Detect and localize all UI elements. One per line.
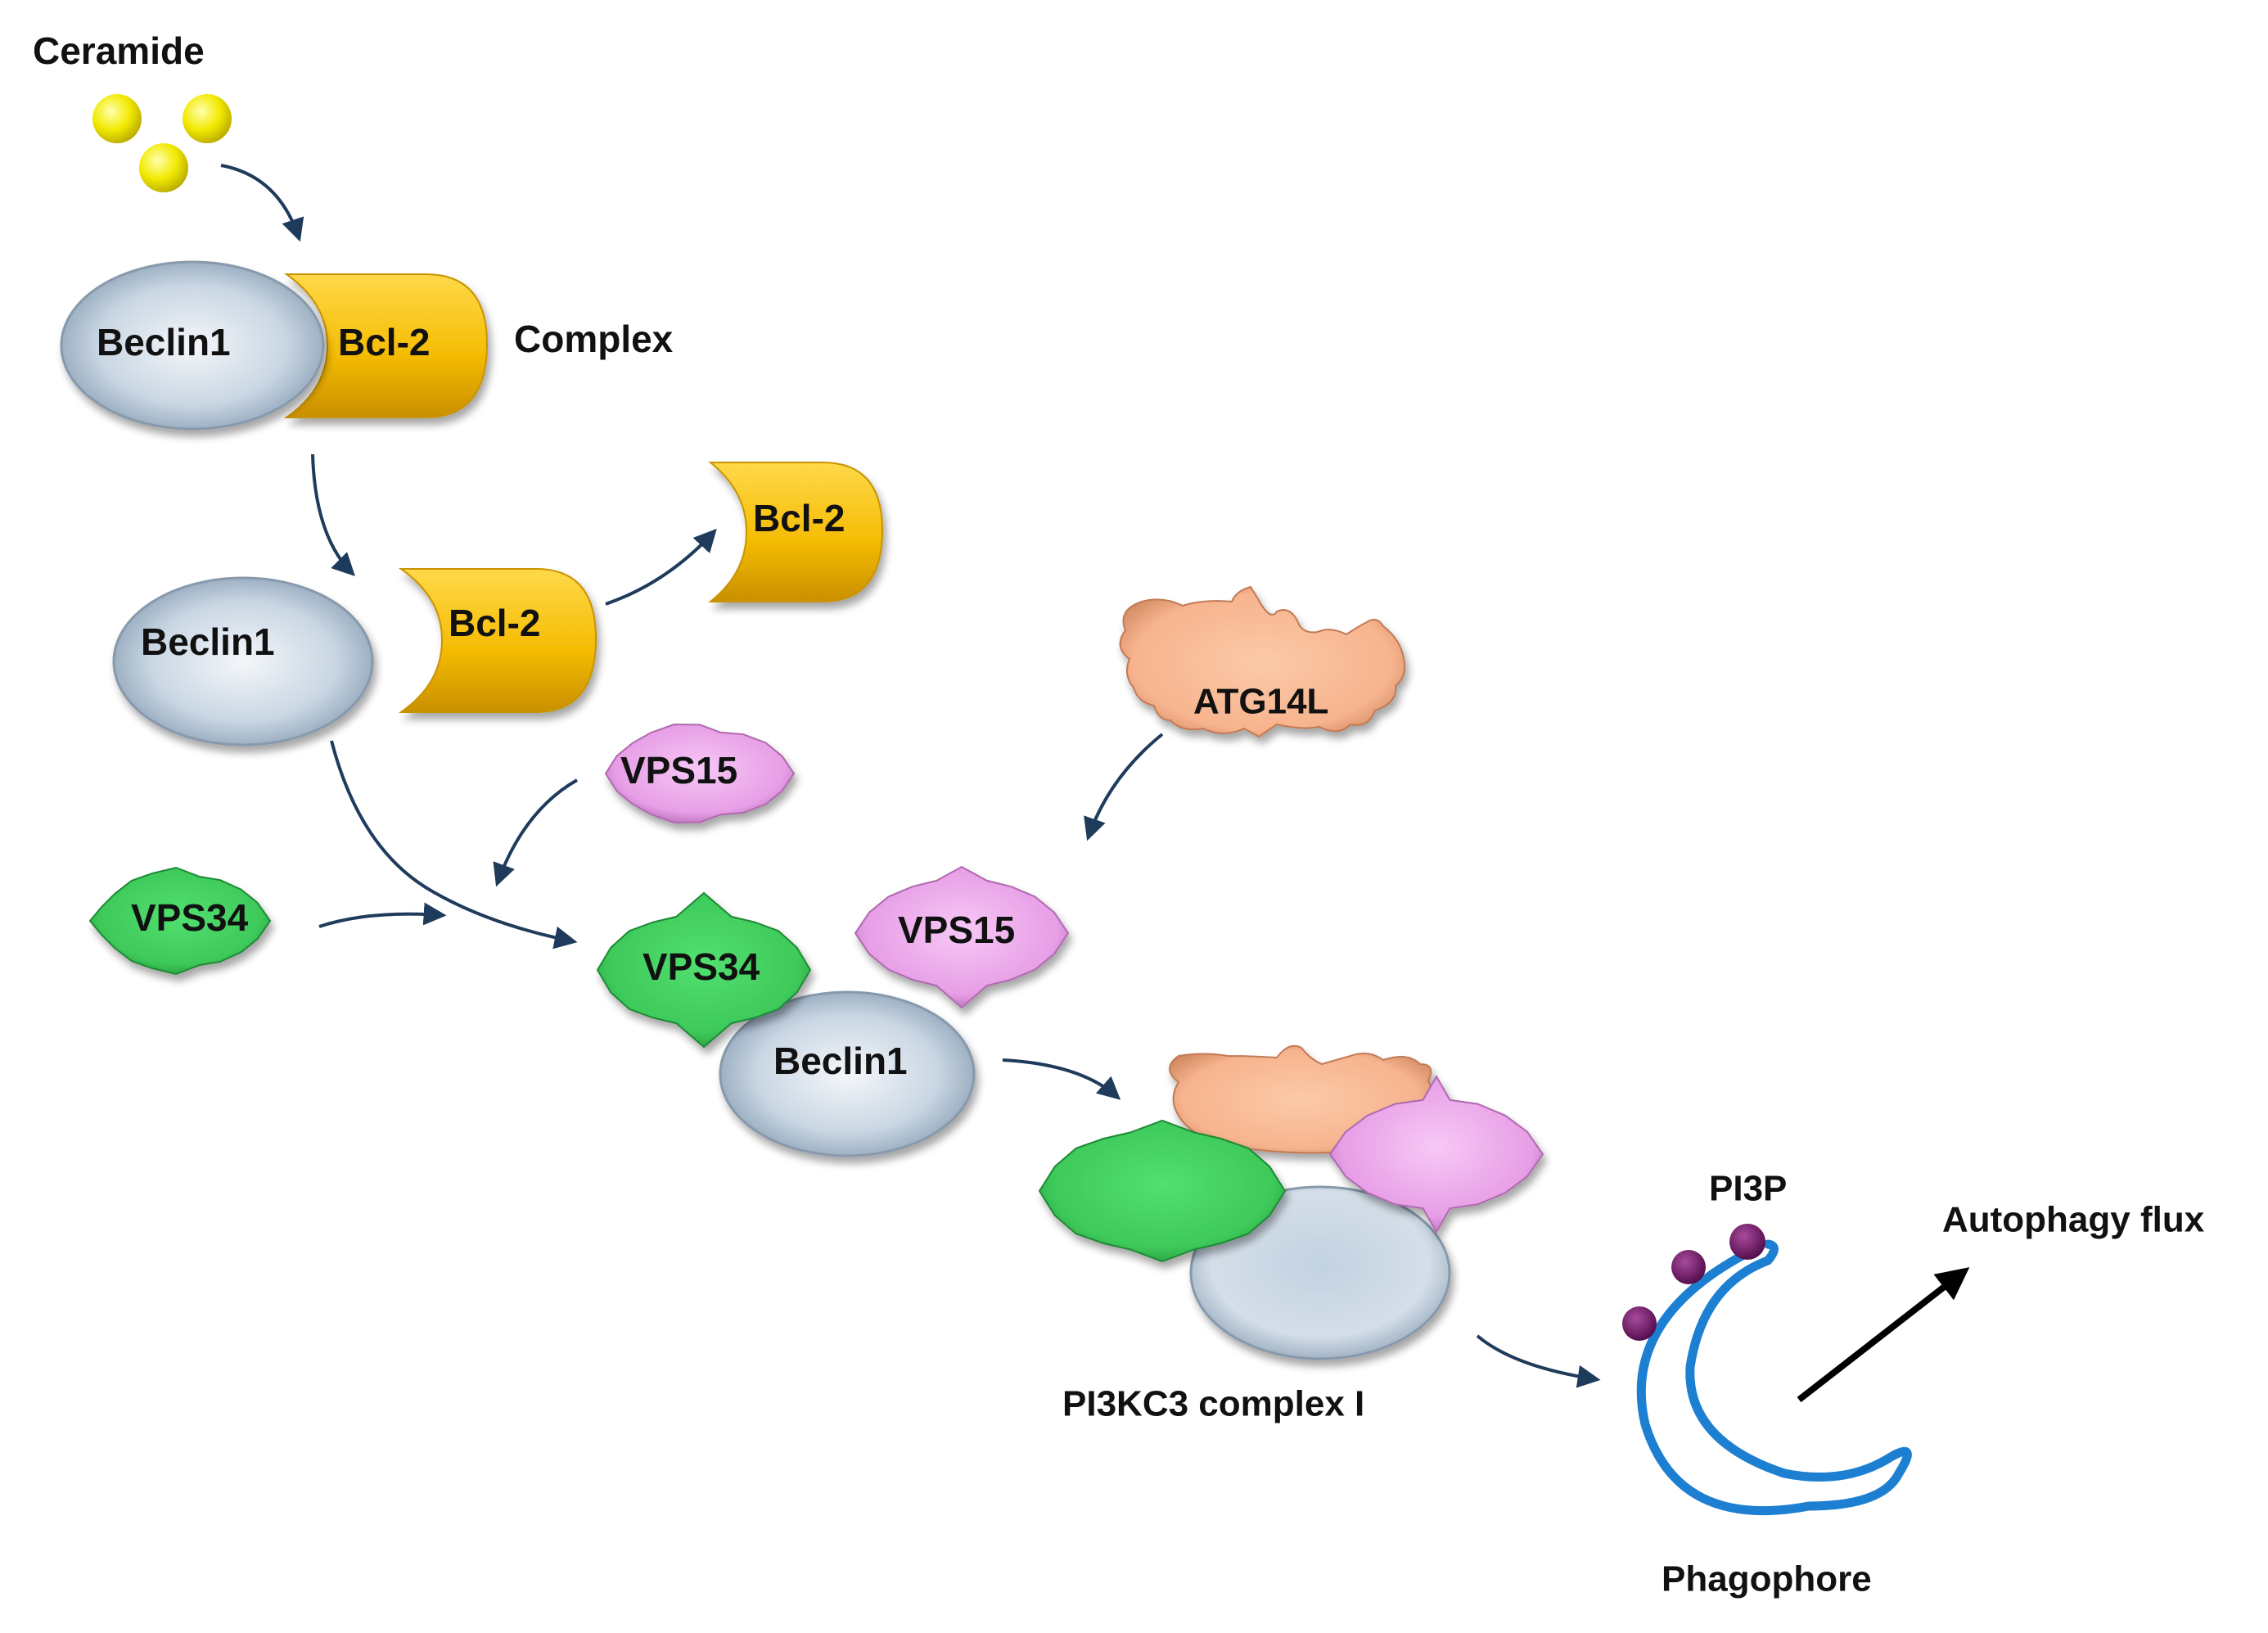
bcl2-in-complex [283,273,489,418]
ceramide-label: Ceramide [33,29,205,72]
arrow-autophagy-flux [1797,1267,1970,1403]
bcl2-released [708,462,884,602]
arrow-ceramide-to-complex [220,164,304,242]
ceramide-ball-1 [92,94,142,143]
pi3p-molecules [1622,1224,1765,1341]
bcl2-shape-released [708,462,884,602]
vps34-free [88,866,272,976]
arrow-vps15-to-complex [493,778,578,887]
arrow-atg14l-to-complex [1084,733,1164,841]
beclin1-free-label: Beclin1 [141,620,275,663]
vps15-bound [854,865,1070,1009]
arrow-vps34-to-complex [318,902,447,928]
vps34-in-pi3kc3 [1038,1119,1287,1263]
arrow-to-phagophore [1476,1334,1601,1388]
atg14l-shape-free [1119,585,1406,738]
pi3kc3-complex-label: PI3KC3 complex I [1062,1384,1364,1424]
ceramide-ball-3 [139,143,188,192]
vps34-bound-label: VPS34 [643,945,760,988]
phagophore [1636,1239,1912,1516]
complex-label: Complex [514,318,674,360]
ceramide-molecules [92,94,232,192]
ceramide-ball-2 [183,94,232,143]
arrow-complex-dissociation [311,453,355,576]
beclin1-bound [719,990,976,1157]
atg14l-label: ATG14L [1193,682,1328,722]
arrow-bcl2-release [605,528,717,606]
atg14l-free [1119,585,1406,738]
pi3p-dot-3 [1729,1224,1765,1260]
beclin1-in-pi3kc3 [1189,1185,1451,1360]
bcl2-released-label: Bcl-2 [753,497,845,539]
vps15-star-bound [854,865,1070,1009]
vps34-star-bound [596,891,812,1049]
vps34-star-complex [1038,1119,1287,1263]
beclin1-bound-label: Beclin1 [773,1040,908,1082]
bcl2-complex-label: Bcl-2 [338,321,430,363]
pi3p-dot-2 [1671,1250,1706,1284]
arrow-beclin1-to-complex [330,740,578,950]
beclin1-free [112,576,374,747]
beclin1-complex-label: Beclin1 [97,321,231,363]
autophagy-flux-label: Autophagy flux [1942,1200,2205,1240]
arrow-to-pi3kc3-complex [1002,1058,1121,1100]
pi3p-dot-1 [1622,1306,1657,1341]
vps15-in-pi3kc3 [1328,1074,1544,1234]
bcl2-shape-free [398,568,597,713]
vps34-bound [596,891,812,1049]
phagophore-label: Phagophore [1662,1559,1872,1599]
vps15-free [604,723,796,824]
pi3p-label: PI3P [1709,1169,1787,1209]
bcl2-free-label: Bcl-2 [449,602,540,644]
vps15-star-free [604,723,796,824]
phagophore-membrane [1636,1239,1912,1516]
bcl2-free [398,568,597,713]
vps15-free-label: VPS15 [620,749,737,792]
vps34-free-label: VPS34 [131,896,249,939]
beclin1-in-complex [60,260,325,431]
vps15-star-complex [1328,1074,1544,1234]
bcl2-shape-complex [283,273,489,418]
vps15-bound-label: VPS15 [898,909,1015,951]
vps34-star-free [88,866,272,976]
